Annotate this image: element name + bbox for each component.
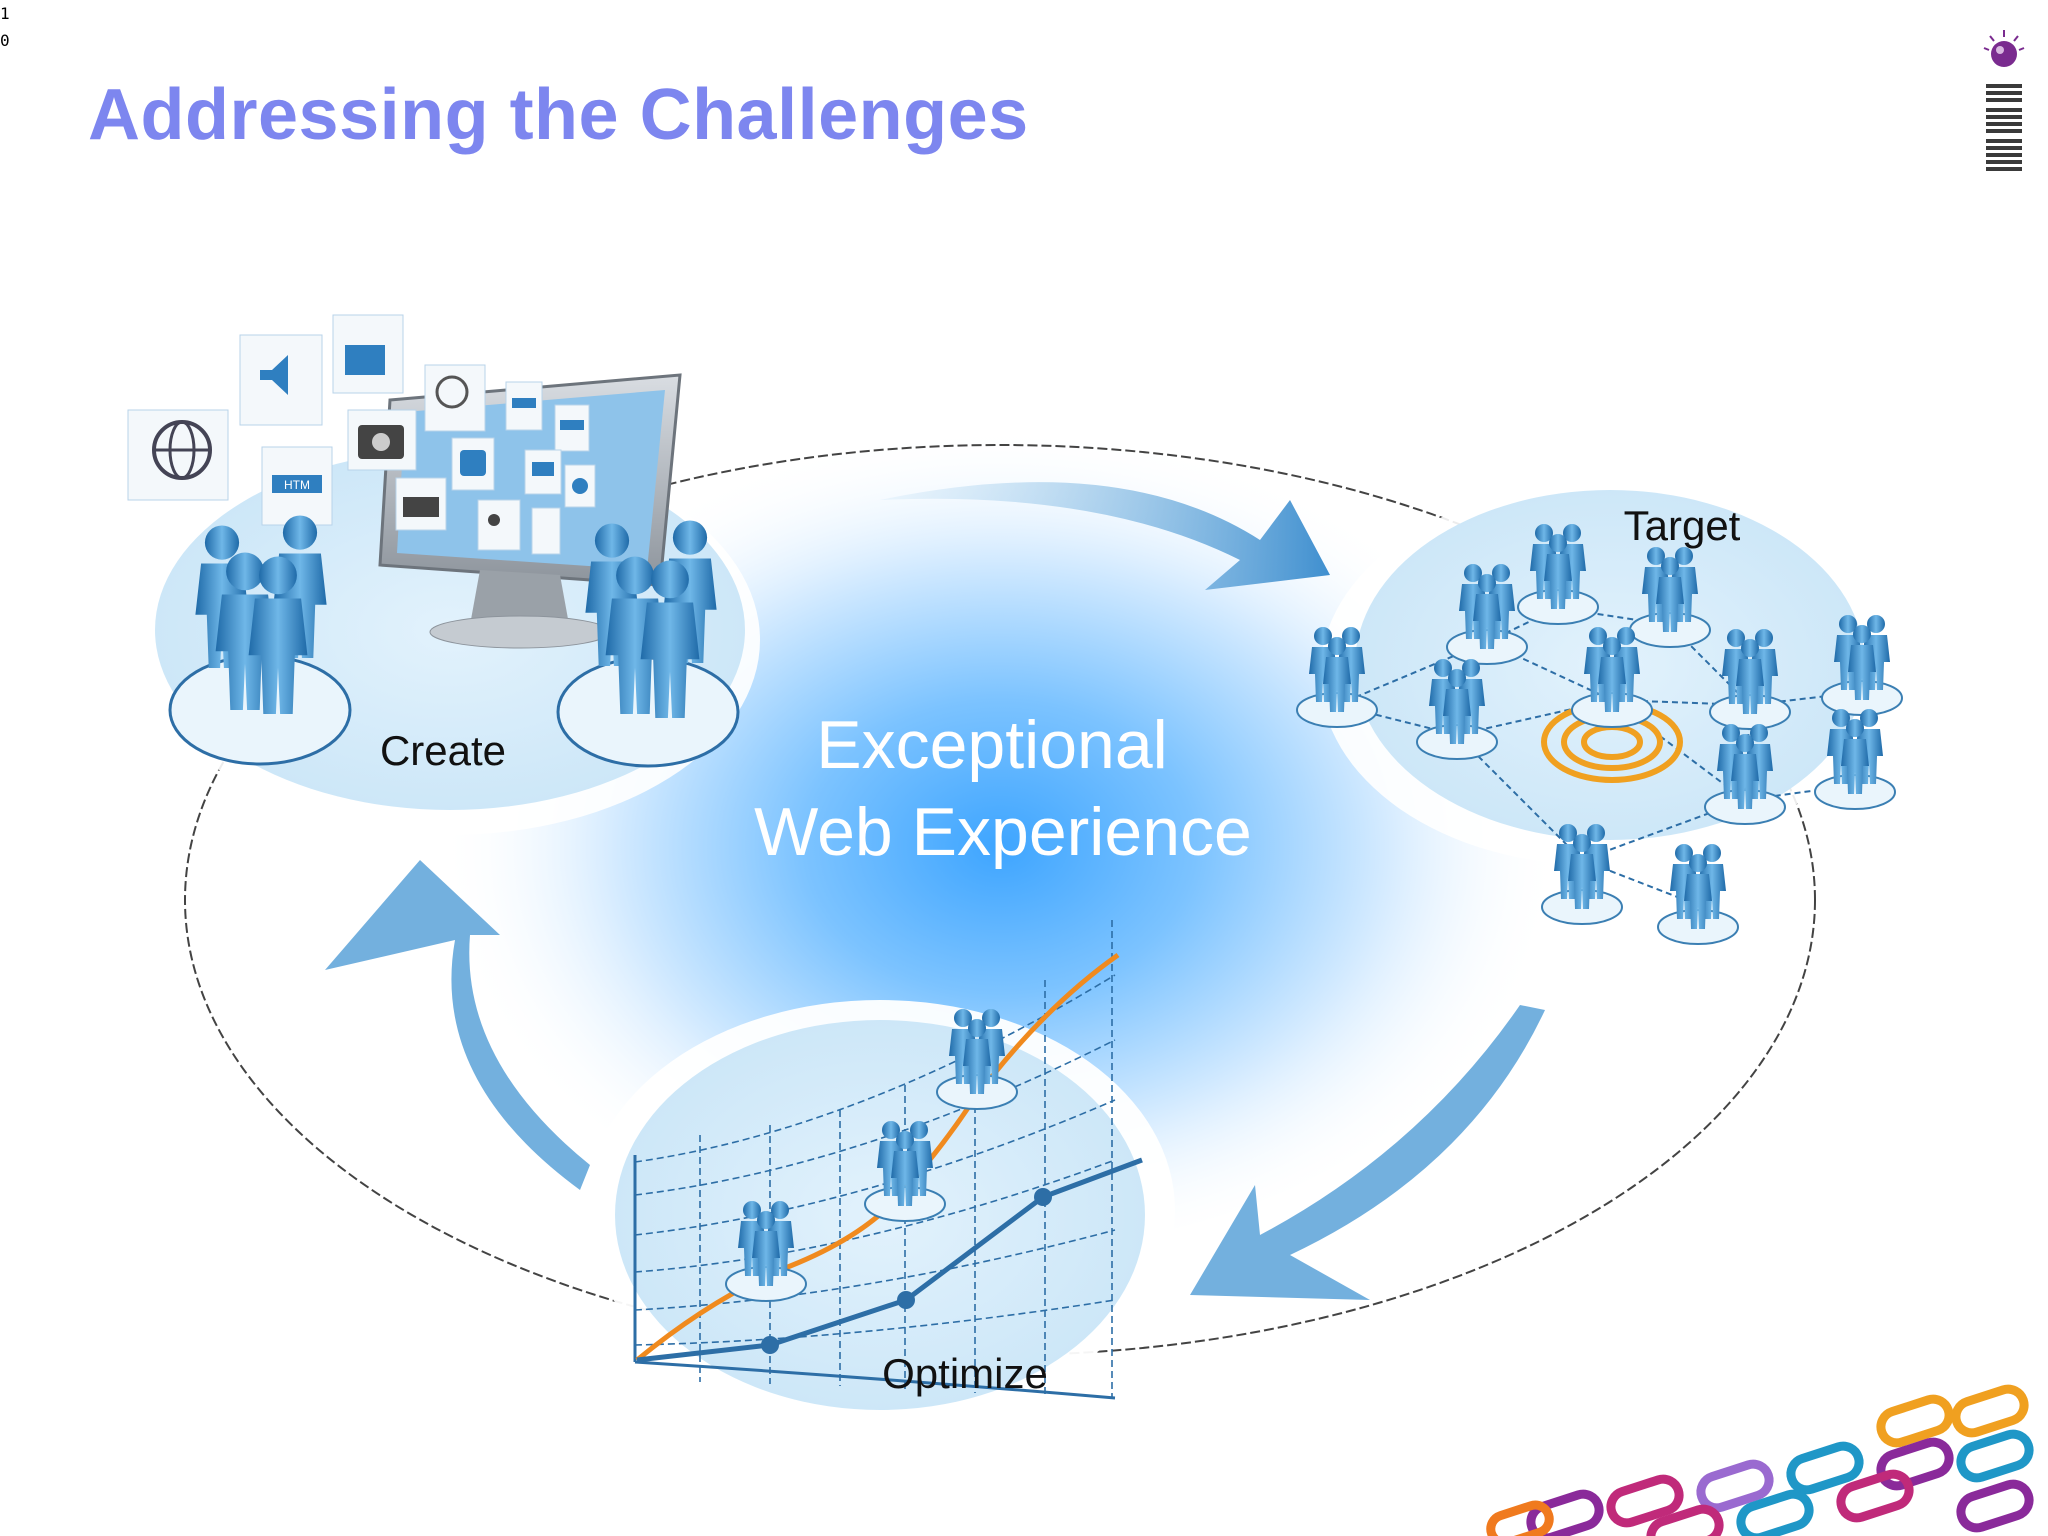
rss-icon (451, 437, 495, 491)
growth-point (897, 1291, 915, 1309)
growth-axes (633, 1155, 1116, 1400)
file-icon (531, 507, 561, 555)
create-label: Create (380, 727, 506, 774)
clapperboard-icon (332, 314, 404, 394)
chat-bubble-icon (424, 364, 486, 432)
globe-sparkle-icon (1983, 30, 2025, 67)
web-page-icon (564, 464, 596, 508)
camera-icon (347, 409, 417, 471)
ibm-wordmark (1986, 84, 2022, 171)
jpg-file-icon (554, 404, 590, 452)
decorative-chain-ribbon (1486, 1384, 2034, 1536)
person-chat-icon (477, 499, 521, 551)
optimize-label: Optimize (882, 1350, 1048, 1397)
target-label: Target (1624, 502, 1741, 549)
pdf-file-icon (505, 381, 543, 431)
center-title-line2: Web Experience (754, 794, 1252, 870)
document-icon (524, 449, 562, 495)
create-cluster: HTM (127, 314, 760, 835)
slide-title: Addressing the Challenges (88, 75, 1029, 155)
video-icon (395, 477, 447, 531)
slide-number: 10 (0, 4, 10, 50)
ibm-logo (1983, 30, 2025, 171)
create-people-left (168, 515, 352, 766)
center-title-line1: Exceptional (816, 707, 1168, 783)
speaker-icon (239, 334, 323, 426)
globe-icon (127, 409, 229, 501)
arrow-optimize-to-create (325, 860, 590, 1190)
html-file-icon: HTM (261, 446, 333, 526)
growth-point (761, 1336, 779, 1354)
svg-text:HTM: HTM (284, 478, 310, 492)
arrow-create-to-target (880, 482, 1330, 590)
target-cluster: Target (1297, 485, 1902, 944)
create-people-right (556, 520, 740, 768)
growth-point (1034, 1188, 1052, 1206)
optimize-cluster: Optimize (585, 920, 1175, 1420)
content-tiles: HTM (127, 314, 596, 555)
arrow-target-to-optimize (1190, 1005, 1545, 1300)
